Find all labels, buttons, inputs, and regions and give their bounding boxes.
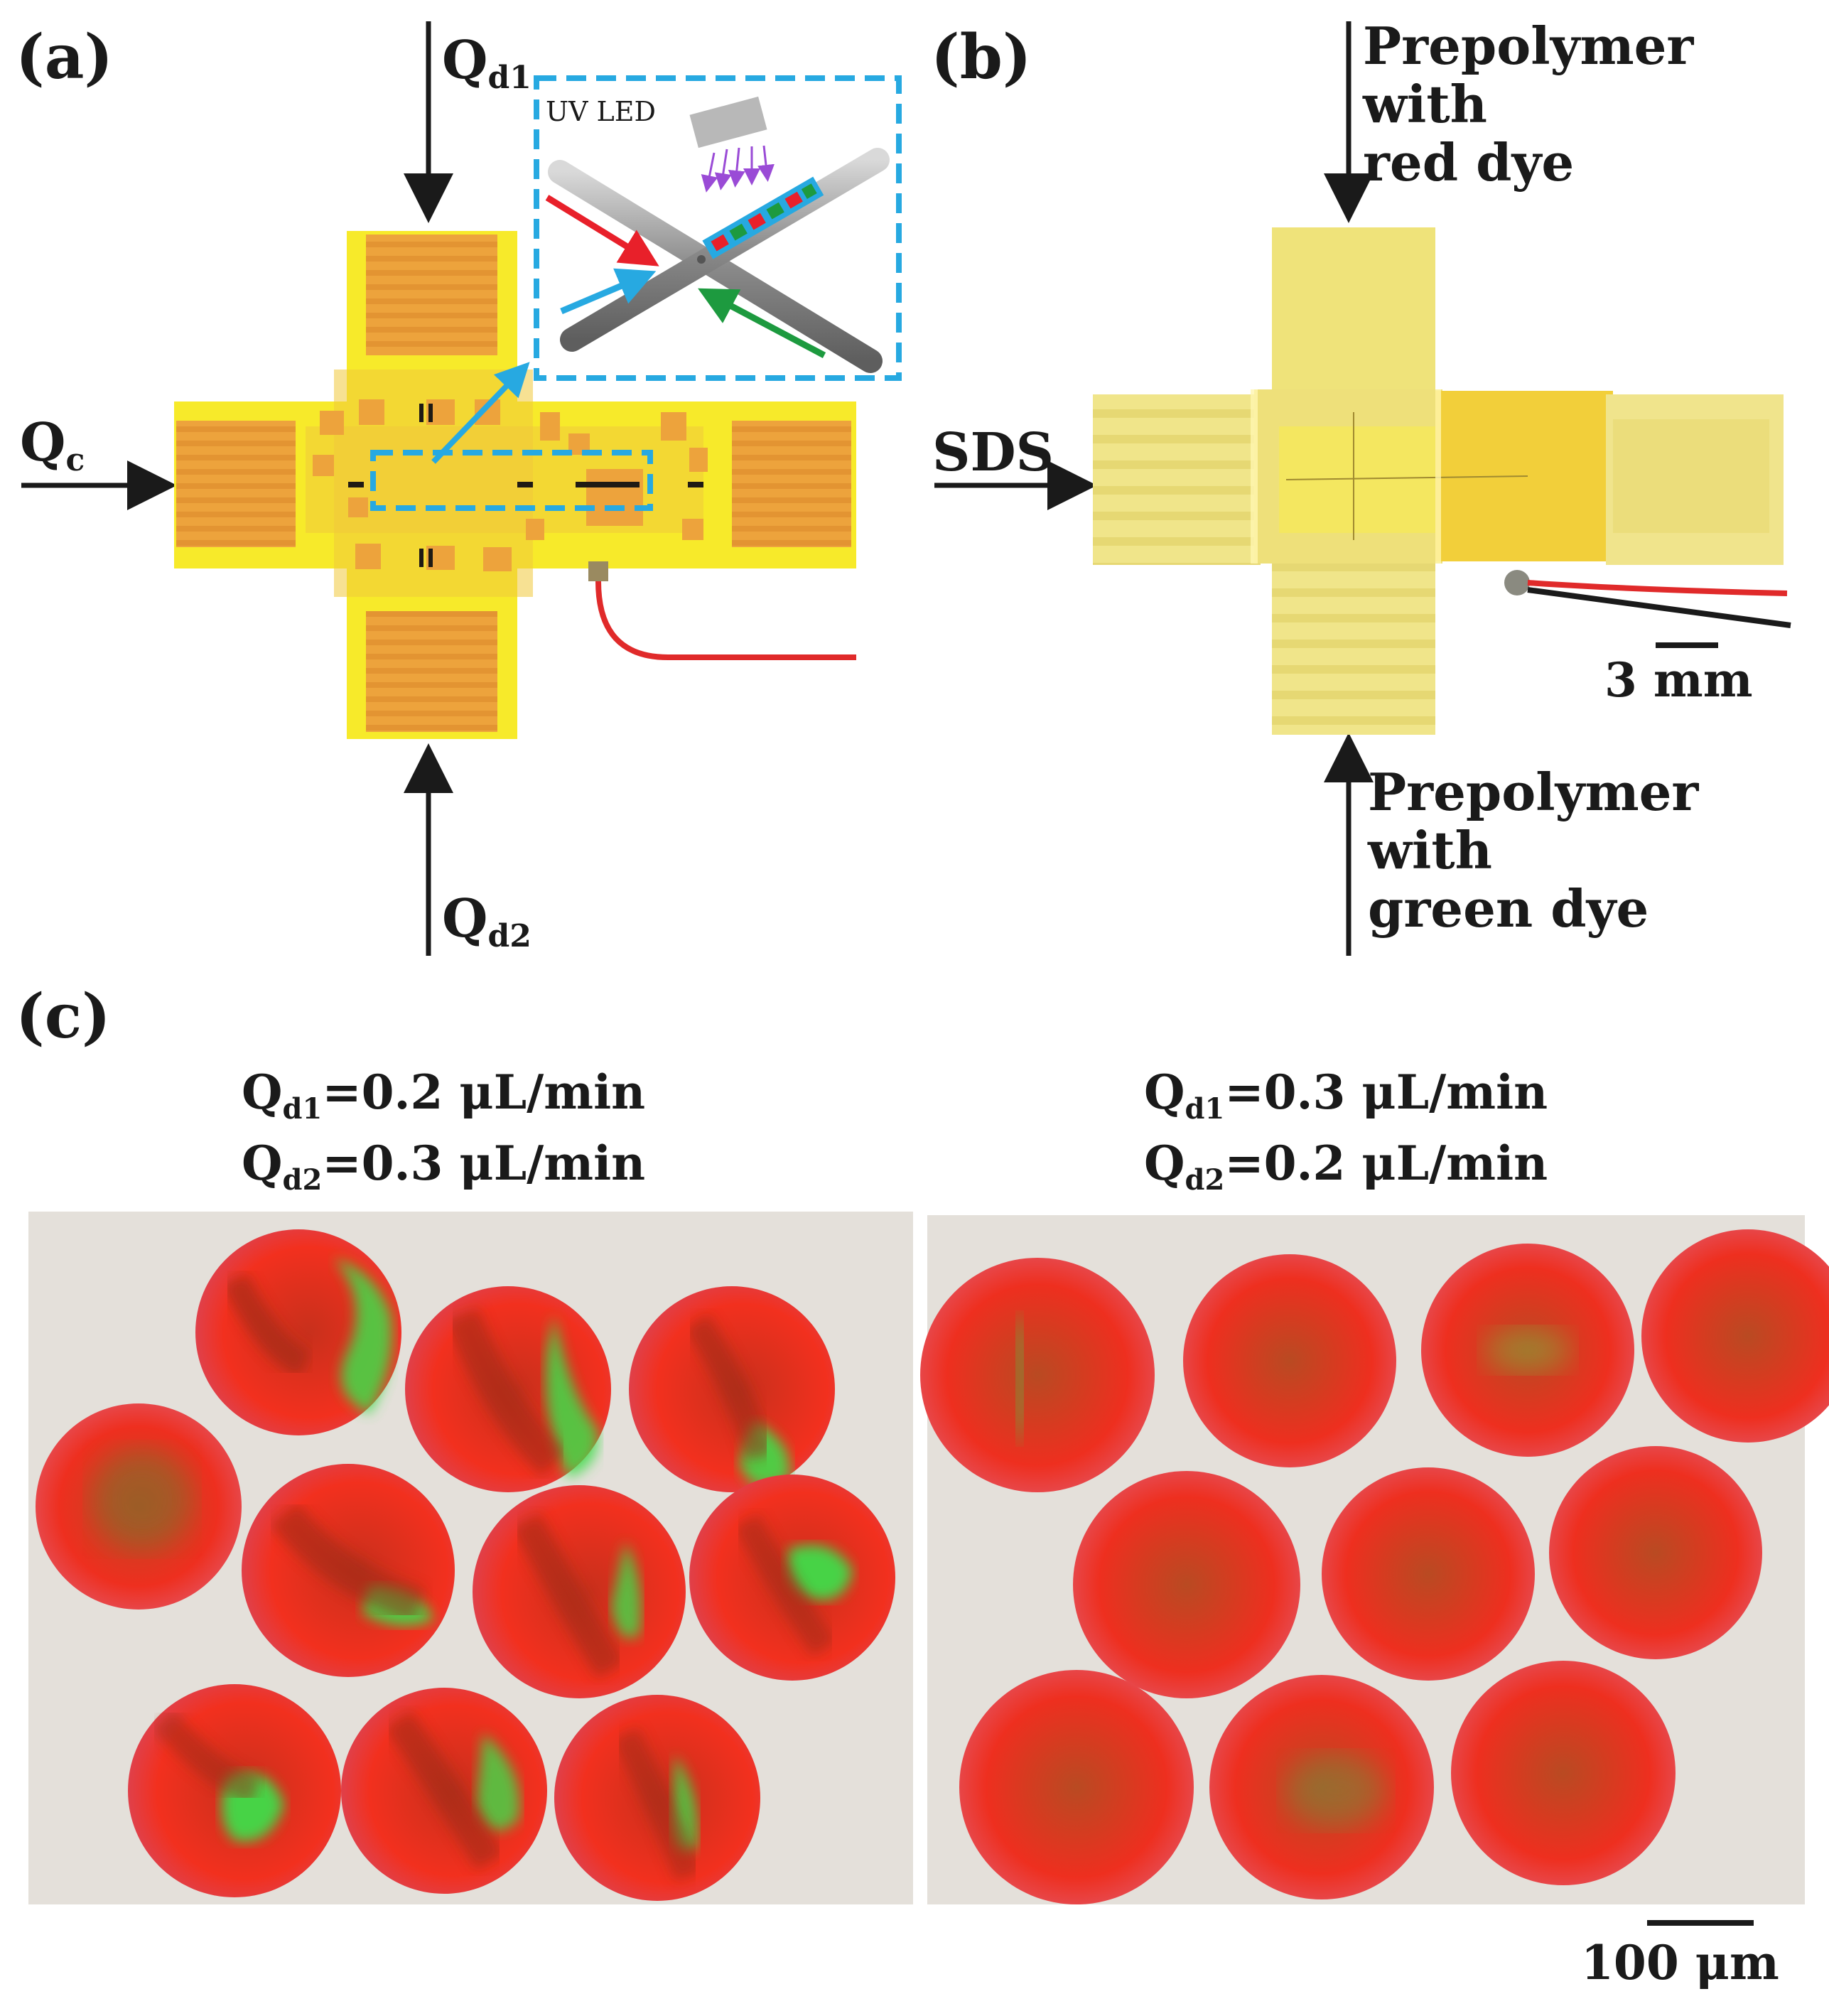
- inset-arrow-blue: [560, 268, 657, 315]
- scale-label-c: 100 μm: [1581, 1935, 1779, 1990]
- inset-arrow-red: [545, 195, 659, 266]
- uv-led-label: UV LED: [546, 96, 656, 127]
- flow-label-b-top: Prepolymer with red dye: [1362, 16, 1711, 193]
- bead: [629, 1286, 835, 1492]
- bead: [689, 1475, 895, 1681]
- bead: [1421, 1244, 1634, 1457]
- micrograph-right: [920, 1215, 1829, 1904]
- inset-arrow-green: [698, 288, 826, 358]
- bead: [1549, 1446, 1762, 1659]
- panel-b: (b) Prepolymer with red dye SDS Prepolym…: [931, 16, 1791, 956]
- bead: [1641, 1229, 1829, 1443]
- micrograph-left: [28, 1212, 913, 1904]
- bead: [1183, 1254, 1396, 1467]
- bead: [959, 1670, 1194, 1904]
- condition-right-line1: Qd1=0.3 μL/min: [1144, 1064, 1548, 1126]
- panel-a: (a) Qd1 Qc Qd2: [16, 21, 902, 956]
- bead: [1322, 1467, 1535, 1681]
- inset-cross-junction: UV LED: [534, 75, 902, 381]
- bead: [473, 1485, 686, 1698]
- bead: [405, 1286, 611, 1492]
- flow-label-bottom: Qd2: [442, 888, 532, 954]
- bead: [242, 1464, 455, 1677]
- bead: [1073, 1471, 1300, 1698]
- bead: [341, 1688, 547, 1894]
- zoom-box: [370, 450, 653, 511]
- bead: [36, 1403, 242, 1610]
- bead: [1209, 1675, 1434, 1899]
- panel-a-label: (a): [16, 21, 113, 93]
- panel-c-label: (c): [16, 981, 111, 1052]
- device-photo: [1093, 227, 1791, 735]
- uv-led: [689, 96, 767, 149]
- bead: [1451, 1661, 1676, 1885]
- bead: [920, 1258, 1155, 1492]
- panel-c: (c) Qd1=0.2 μL/min Qd2=0.3 μL/min Qd1=0.…: [16, 981, 1829, 1990]
- flow-label-top: Qd1: [442, 30, 532, 96]
- bead: [554, 1695, 760, 1901]
- bead: [128, 1684, 341, 1897]
- bead: [195, 1229, 401, 1435]
- chip-diagram: [174, 231, 856, 739]
- scale-label-b: 3 mm: [1604, 652, 1753, 708]
- flow-label-left: Qc: [20, 412, 85, 478]
- zoom-pointer: [431, 362, 530, 464]
- condition-left-line2: Qd2=0.3 μL/min: [242, 1136, 645, 1197]
- flow-label-b-bottom: Prepolymer with green dye: [1367, 762, 1716, 939]
- panel-b-label: (b): [931, 21, 1032, 93]
- condition-left-line1: Qd1=0.2 μL/min: [242, 1064, 645, 1126]
- flow-label-b-left: SDS: [932, 422, 1054, 483]
- condition-right-line2: Qd2=0.2 μL/min: [1144, 1136, 1548, 1197]
